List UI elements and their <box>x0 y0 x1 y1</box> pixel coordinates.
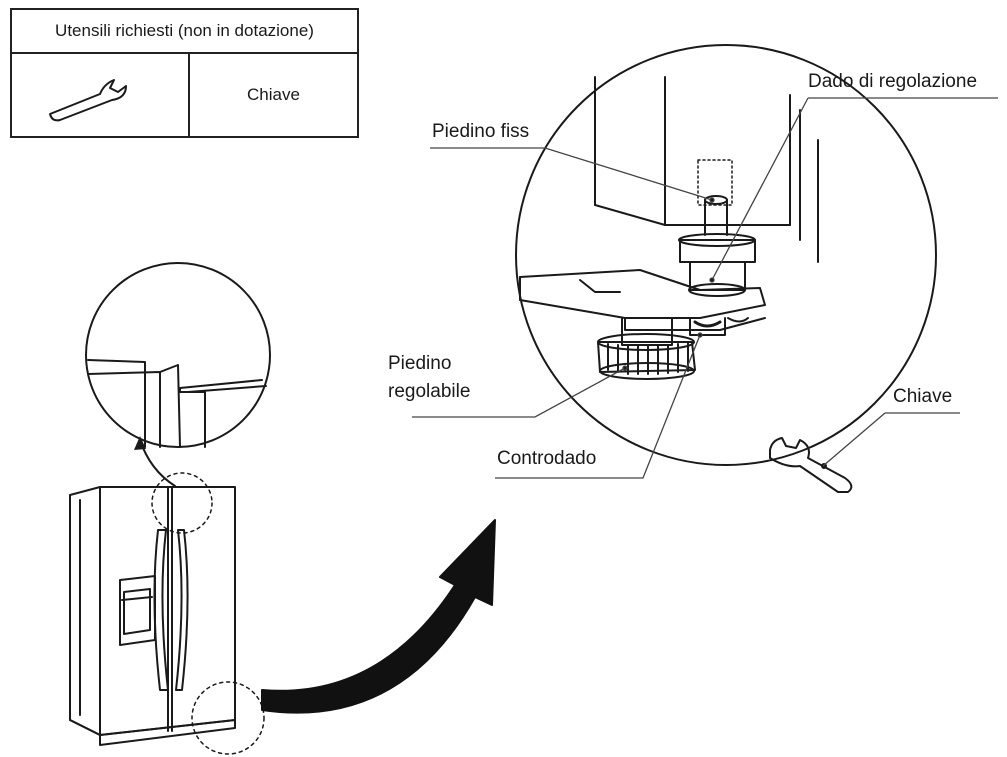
label-chiave: Chiave <box>893 386 953 407</box>
tools-table-tool-name: Chiave <box>247 85 300 104</box>
wrench-icon <box>49 79 127 122</box>
curved-arrow-icon <box>261 519 496 714</box>
top-hinge-magnifier-icon <box>85 262 271 448</box>
top-hinge-dashed-circle <box>151 472 213 534</box>
label-dado-di-regolazione: Dado di regolazione <box>808 71 978 92</box>
tools-required-table: Utensili richiesti (non in dotazione) Ch… <box>10 8 359 138</box>
tools-table-icon-cell <box>12 54 190 136</box>
label-piedino-regolabile-line2: regolabile <box>388 381 471 402</box>
leader-lines <box>412 97 998 479</box>
label-piedino-regolabile-line1: Piedino <box>388 353 452 374</box>
wrench-icon <box>769 437 853 493</box>
tools-table-header: Utensili richiesti (non in dotazione) <box>12 10 357 54</box>
refrigerator-icon <box>69 486 236 746</box>
label-controdado: Controdado <box>497 448 597 469</box>
foot-dashed-circle <box>191 681 265 755</box>
label-piedino-fiss: Piedino fiss <box>432 121 530 142</box>
leveling-foot-magnifier-icon <box>515 44 937 466</box>
